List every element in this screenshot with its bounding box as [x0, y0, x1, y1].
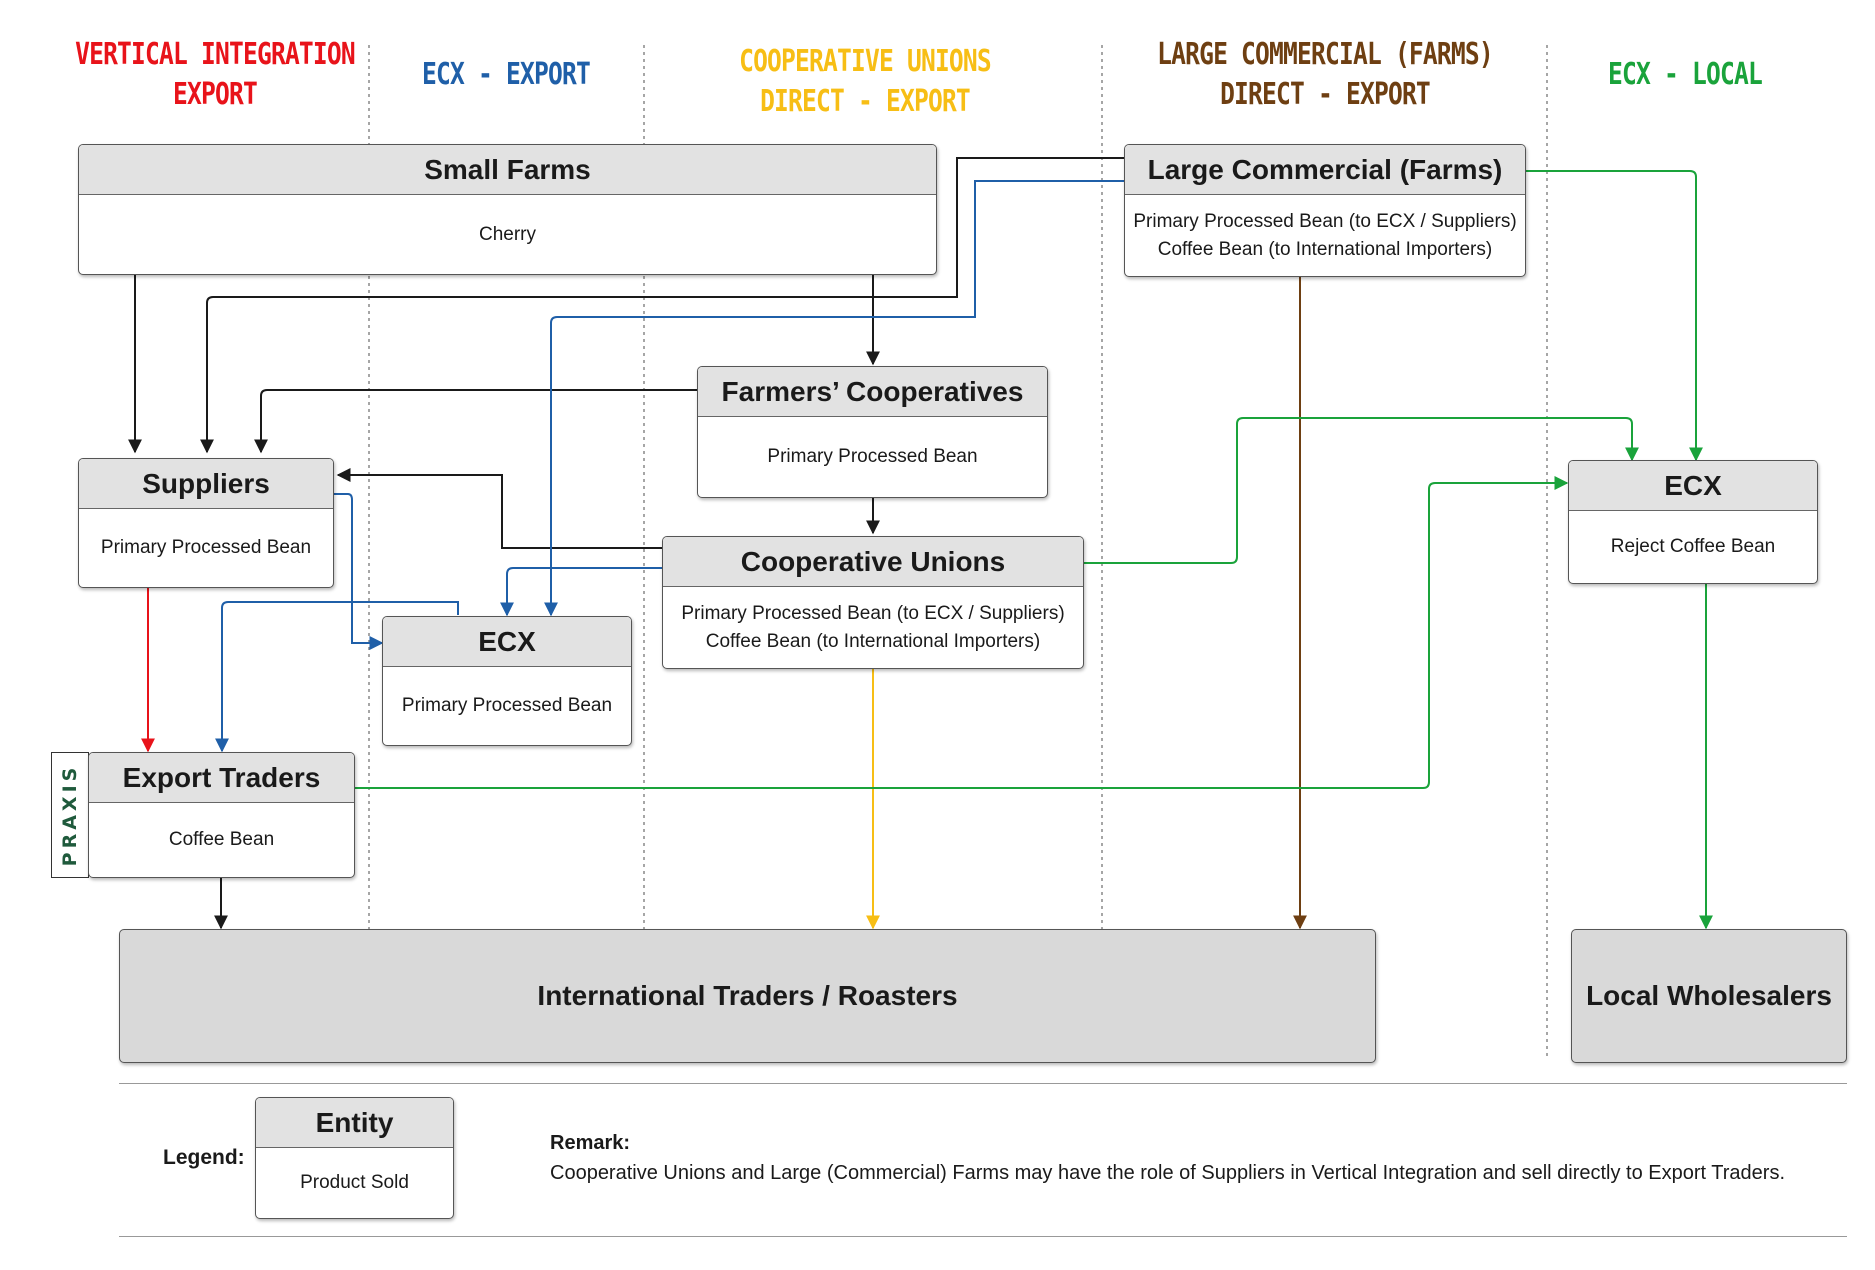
legend-label: Legend:	[163, 1146, 245, 1169]
arrow-unions-ecx	[500, 567, 662, 617]
node-title: ECX	[1569, 461, 1817, 511]
node-product: Coffee Bean (to International Importers)	[705, 630, 1041, 652]
node-product: Primary Processed Bean	[100, 537, 312, 558]
arrow-large-ecxlocal	[1526, 170, 1703, 462]
arrow-suppliers-ecx	[333, 493, 384, 650]
node-large-commercial[interactable]: Large Commercial (Farms) Primary Process…	[1124, 144, 1526, 277]
arrow-unions-suppliers	[336, 468, 662, 549]
lane-ecx-local: ECX - LOCAL	[1570, 55, 1800, 95]
lane-ecx-export: ECX - EXPORT	[391, 55, 621, 95]
remark-title: Remark:	[550, 1132, 631, 1154]
node-title: Large Commercial (Farms)	[1125, 145, 1525, 195]
arrow-large-suppliers	[200, 157, 1124, 454]
node-title: Cooperative Unions	[663, 537, 1083, 587]
node-ecx-local[interactable]: ECX Reject Coffee Bean	[1568, 460, 1818, 584]
legend-entity-box: Entity Product Sold	[255, 1097, 454, 1219]
node-product: Primary Processed Bean (to ECX / Supplie…	[1133, 210, 1517, 232]
node-title: Farmers’ Cooperatives	[698, 367, 1047, 417]
legend-entity: Entity	[256, 1098, 453, 1148]
lane-cooperative-unions: COOPERATIVE UNIONS DIRECT - EXPORT	[701, 42, 1029, 122]
lane-subtitle: DIRECT - EXPORT	[760, 84, 971, 119]
arrow-exporttraders-ecxlocal	[355, 476, 1569, 789]
node-product: Primary Processed Bean	[401, 695, 613, 716]
lane-vertical-integration: VERTICAL INTEGRATION EXPORT	[51, 35, 379, 115]
node-product: Reject Coffee Bean	[1610, 536, 1776, 557]
node-title: ECX	[383, 617, 631, 667]
praxis-label: PRAXIS	[59, 763, 81, 867]
lane-title: ECX - LOCAL	[1608, 57, 1763, 92]
arrow-coops-suppliers	[254, 389, 697, 454]
remark-text: Cooperative Unions and Large (Commercial…	[550, 1162, 1786, 1184]
legend-bottom-divider	[119, 1236, 1847, 1237]
legend-top-divider	[119, 1083, 1847, 1084]
lane-title: LARGE COMMERCIAL (FARMS)	[1157, 37, 1494, 72]
node-farmers-cooperatives[interactable]: Farmers’ Cooperatives Primary Processed …	[697, 366, 1048, 498]
node-product: Coffee Bean	[168, 829, 275, 850]
node-export-traders[interactable]: Export Traders Coffee Bean	[88, 752, 355, 878]
lane-large-commercial: LARGE COMMERCIAL (FARMS) DIRECT - EXPORT	[1132, 35, 1517, 115]
node-ecx-export[interactable]: ECX Primary Processed Bean	[382, 616, 632, 746]
node-product: Primary Processed Bean (to ECX / Supplie…	[681, 602, 1065, 624]
node-small-farms[interactable]: Small Farms Cherry	[78, 144, 937, 275]
arrow-unions-ecxlocal	[1084, 417, 1639, 564]
node-product: Coffee Bean (to International Importers)	[1157, 238, 1493, 260]
node-title: Suppliers	[79, 459, 333, 509]
node-local-wholesalers[interactable]: Local Wholesalers	[1571, 929, 1847, 1063]
node-product: Cherry	[478, 223, 536, 245]
lane-subtitle: EXPORT	[173, 77, 258, 112]
node-title: Export Traders	[89, 753, 354, 803]
lane-title: VERTICAL INTEGRATION	[75, 37, 356, 72]
node-international-traders[interactable]: International Traders / Roasters	[119, 929, 1376, 1063]
node-cooperative-unions[interactable]: Cooperative Unions Primary Processed Bea…	[662, 536, 1084, 669]
arrow-large-ecx	[544, 180, 1124, 617]
lane-title: COOPERATIVE UNIONS	[739, 44, 992, 79]
legend-product: Product Sold	[300, 1172, 409, 1193]
node-suppliers[interactable]: Suppliers Primary Processed Bean	[78, 458, 334, 588]
lane-title: ECX - EXPORT	[422, 57, 591, 92]
node-title: Small Farms	[79, 145, 936, 195]
arrow-ecx-exporttraders	[215, 601, 459, 753]
lane-subtitle: DIRECT - EXPORT	[1220, 77, 1431, 112]
node-product: Primary Processed Bean	[767, 446, 978, 467]
praxis-logo: PRAXIS	[51, 752, 89, 878]
